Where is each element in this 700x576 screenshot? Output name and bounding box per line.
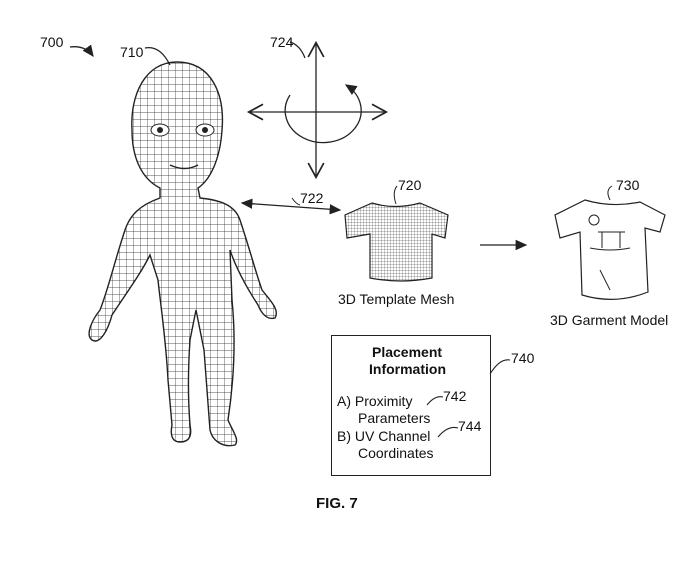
placement-information-box: Placement Information A) Proximity Param… <box>331 335 491 476</box>
garment-model-shirt <box>554 199 666 300</box>
ref-740: 740 <box>511 350 535 366</box>
transform-arrows-icon <box>246 40 389 180</box>
item-b-line1: B) UV Channel <box>337 428 431 444</box>
ref-742: 742 <box>443 388 467 404</box>
ref-722: 722 <box>300 190 324 206</box>
figure-label: FIG. 7 <box>316 495 358 512</box>
figure-ref-arrow <box>69 44 94 58</box>
ref-724: 724 <box>270 34 294 50</box>
ref-720: 720 <box>398 177 422 193</box>
garment-model-label: 3D Garment Model <box>550 312 669 328</box>
box-title-2: Information <box>369 361 446 377</box>
leader-710 <box>144 47 171 66</box>
item-b-line2: Coordinates <box>358 445 434 461</box>
template-mesh-label: 3D Template Mesh <box>338 291 455 307</box>
template-mesh-shirt <box>344 202 449 282</box>
association-arrow <box>240 198 342 215</box>
ref-700: 700 <box>40 34 64 50</box>
ref-730: 730 <box>616 177 640 193</box>
ref-710: 710 <box>120 44 144 60</box>
body-mesh <box>88 61 277 447</box>
item-a-line1: A) Proximity <box>337 393 413 409</box>
box-title-1: Placement <box>372 344 443 360</box>
leader-724 <box>289 41 306 59</box>
item-a-line2: Parameters <box>358 410 431 426</box>
ref-744: 744 <box>458 418 482 434</box>
